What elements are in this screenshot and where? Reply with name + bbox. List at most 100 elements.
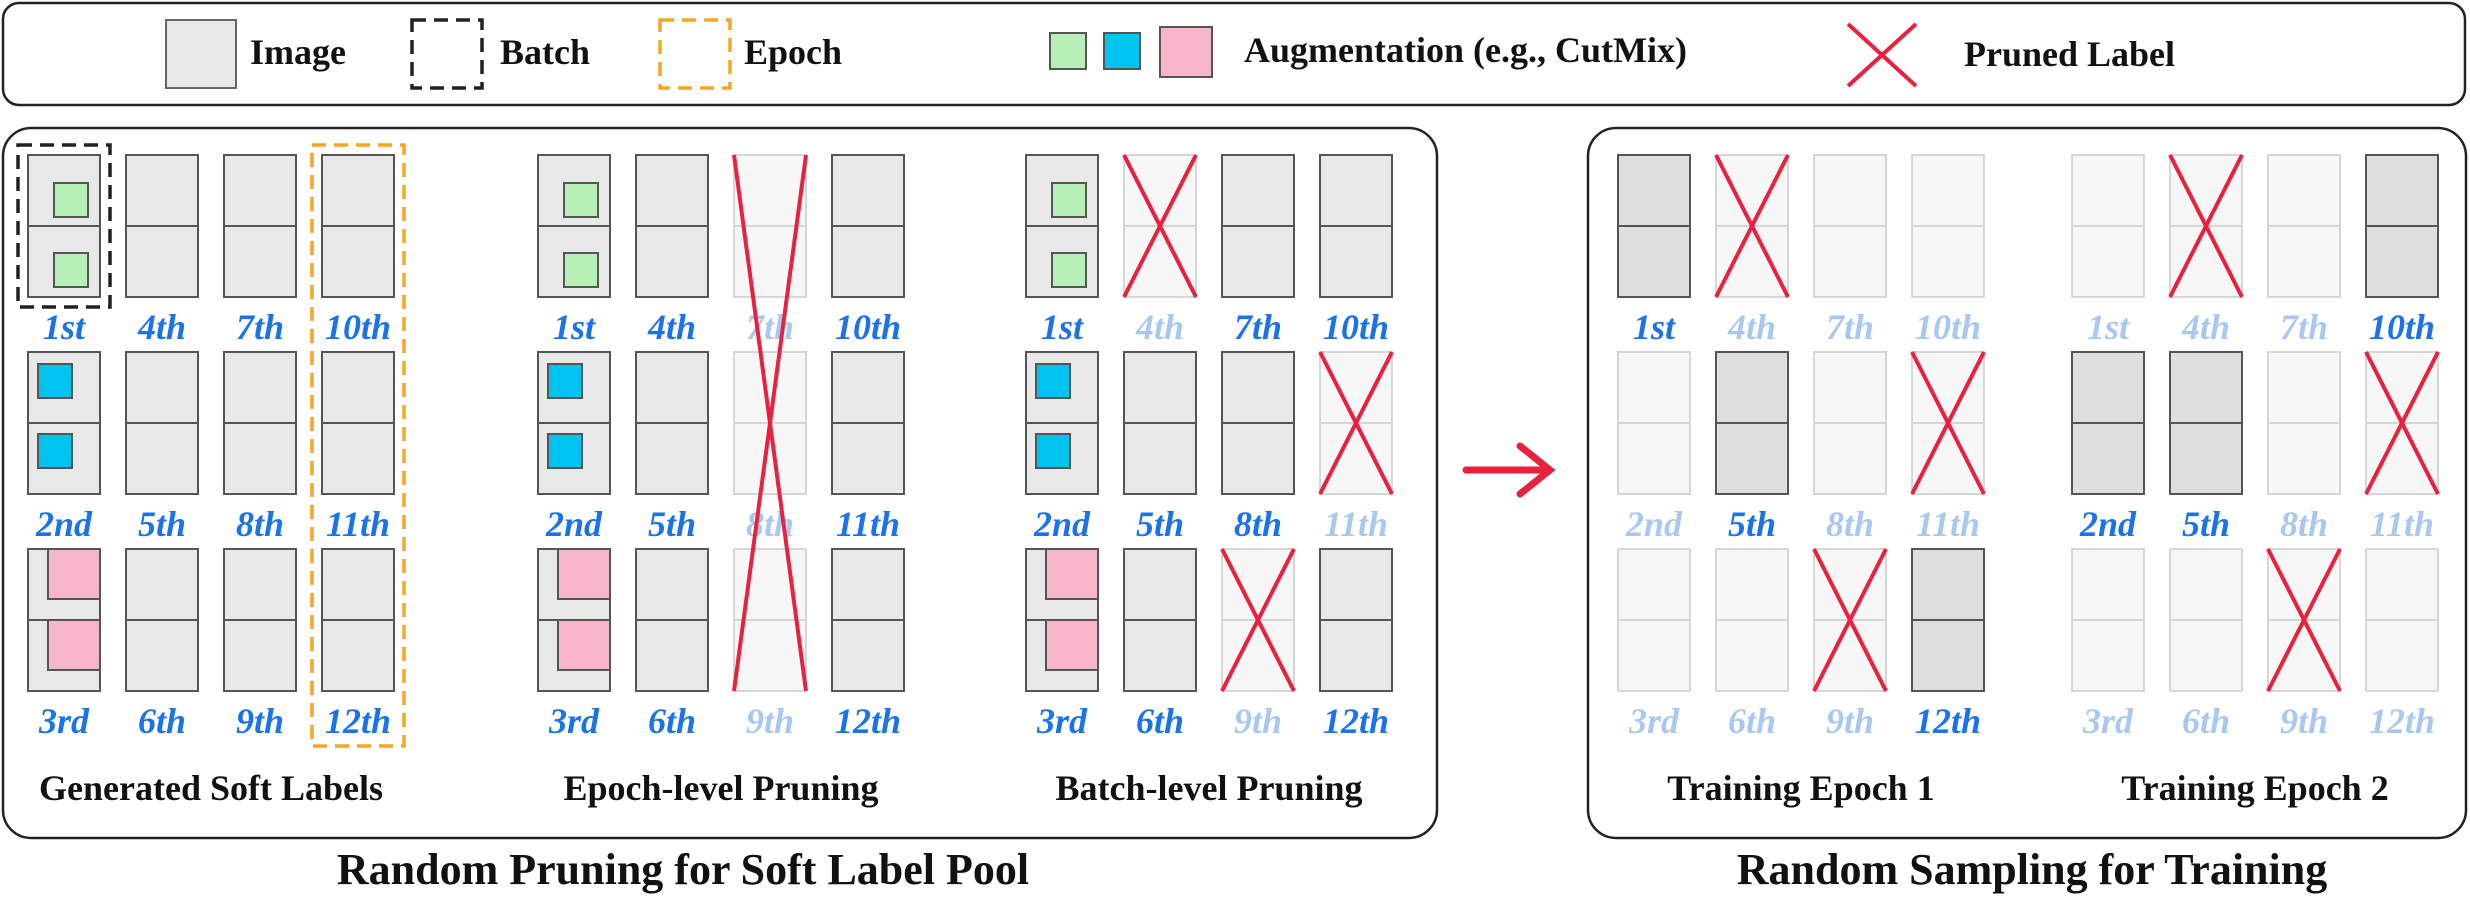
ordinal-label: 5th xyxy=(1136,504,1184,544)
legend-aug-green xyxy=(1049,32,1087,70)
ordinal-label: 6th xyxy=(2182,701,2230,741)
ordinal-label: 3rd xyxy=(2082,701,2134,741)
pruned-cross-icon xyxy=(2168,154,2244,298)
aug-blue-patch xyxy=(37,433,73,469)
legend-batch-label: Batch xyxy=(500,32,590,72)
aug-pink-patch xyxy=(557,619,611,671)
aug-pink-patch xyxy=(557,548,611,600)
ordinal-label: 10th xyxy=(325,307,391,347)
ordinal-label: 8th xyxy=(1234,504,1282,544)
ordinal-label: 10th xyxy=(835,307,901,347)
ordinal-label: 4th xyxy=(137,307,186,347)
ordinal-label: 12th xyxy=(2369,701,2435,741)
batch-outline xyxy=(16,143,112,309)
pruned-cross-icon xyxy=(1714,154,1790,298)
right-panel xyxy=(1586,126,2468,840)
ordinal-label: 3rd xyxy=(38,701,90,741)
legend-image-label: Image xyxy=(250,32,346,72)
ordinal-label: 10th xyxy=(2369,307,2435,347)
ordinal-label: 11th xyxy=(1324,504,1388,544)
ordinal-label: 7th xyxy=(1234,307,1282,347)
aug-pink-patch xyxy=(1045,548,1099,600)
ordinal-label: 12th xyxy=(835,701,901,741)
ordinal-label: 2nd xyxy=(35,504,93,544)
ordinal-label: 5th xyxy=(138,504,186,544)
aug-pink-patch xyxy=(1045,619,1099,671)
ordinal-label: 4th xyxy=(1727,307,1776,347)
ordinal-label: 2nd xyxy=(545,504,603,544)
ordinal-label: 9th xyxy=(2280,701,2328,741)
ordinal-label: 11th xyxy=(836,504,900,544)
ordinal-label: 8th xyxy=(2280,504,2328,544)
ordinal-label: 9th xyxy=(236,701,284,741)
pruned-cross-icon xyxy=(2266,548,2342,692)
pruned-cross-icon xyxy=(1812,548,1888,692)
aug-green-patch xyxy=(563,252,599,288)
aug-green-patch xyxy=(1051,252,1087,288)
ordinal-label: 12th xyxy=(1915,701,1981,741)
legend-pruned-icon xyxy=(1846,22,1918,88)
epoch-outline xyxy=(310,143,406,748)
group-title: Training Epoch 1 xyxy=(1667,768,1934,808)
aug-green-patch xyxy=(1051,182,1087,218)
legend-image-swatch xyxy=(165,19,237,89)
legend-box xyxy=(1,1,2467,107)
ordinal-label: 2nd xyxy=(1033,504,1091,544)
aug-pink-patch xyxy=(47,548,101,600)
pruned-cross-icon xyxy=(2364,351,2440,495)
group-title: Epoch-level Pruning xyxy=(563,768,878,808)
group-5: 1st2nd3rd4th5th6th7th8th9th10th11th12thT… xyxy=(2071,154,2440,808)
ordinal-label: 9th xyxy=(746,701,794,741)
ordinal-label: 4th xyxy=(2181,307,2230,347)
group-title: Batch-level Pruning xyxy=(1056,768,1363,808)
group-4: 1st2nd3rd4th5th6th7th8th9th10th11th12thT… xyxy=(1617,154,1986,808)
ordinal-label: 11th xyxy=(326,504,390,544)
ordinal-label: 10th xyxy=(1915,307,1981,347)
pruned-cross-icon xyxy=(1220,548,1296,692)
ordinal-label: 5th xyxy=(648,504,696,544)
right-panel-caption: Random Sampling for Training xyxy=(1737,845,2327,894)
ordinal-label: 10th xyxy=(1323,307,1389,347)
ordinal-label: 6th xyxy=(1728,701,1776,741)
ordinal-label: 4th xyxy=(1135,307,1184,347)
ordinal-label: 7th xyxy=(1826,307,1874,347)
aug-blue-patch xyxy=(37,363,73,399)
aug-green-patch xyxy=(53,182,89,218)
aug-blue-patch xyxy=(547,363,583,399)
legend-epoch-label: Epoch xyxy=(744,32,842,72)
legend-epoch-swatch xyxy=(658,18,732,90)
ordinal-label: 3rd xyxy=(1628,701,1680,741)
ordinal-label: 8th xyxy=(236,504,284,544)
group-1: 1st2nd3rd4th5th6th7th8th9th10th11th12thG… xyxy=(16,143,406,808)
ordinal-label: 1st xyxy=(1041,307,1084,347)
aug-blue-patch xyxy=(1035,363,1071,399)
aug-blue-patch xyxy=(1035,433,1071,469)
pruned-cross-icon xyxy=(1910,351,1986,495)
legend-aug-pink xyxy=(1159,26,1213,78)
legend-batch-swatch xyxy=(410,18,484,90)
legend-pruned-label: Pruned Label xyxy=(1964,34,2175,74)
ordinal-label: 3rd xyxy=(1036,701,1088,741)
ordinal-label: 1st xyxy=(553,307,596,347)
ordinal-label: 2nd xyxy=(2079,504,2137,544)
group-title: Training Epoch 2 xyxy=(2121,768,2388,808)
aug-green-patch xyxy=(563,182,599,218)
pruned-cross-icon xyxy=(1122,154,1198,298)
ordinal-label: 5th xyxy=(1728,504,1776,544)
ordinal-label: 12th xyxy=(1323,701,1389,741)
ordinal-label: 7th xyxy=(2280,307,2328,347)
ordinal-label: 6th xyxy=(138,701,186,741)
ordinal-label: 8th xyxy=(1826,504,1874,544)
ordinal-label: 7th xyxy=(746,307,794,347)
aug-green-patch xyxy=(53,252,89,288)
aug-blue-patch xyxy=(547,433,583,469)
pruned-cross-icon xyxy=(1318,351,1394,495)
ordinal-label: 2nd xyxy=(1625,504,1683,544)
ordinal-label: 4th xyxy=(647,307,696,347)
group-2: 1st2nd3rd4th5th6th7th8th9th10th11th12thE… xyxy=(537,154,905,808)
ordinal-label: 11th xyxy=(1916,504,1980,544)
card-groups: 1st2nd3rd4th5th6th7th8th9th10th11th12thG… xyxy=(16,143,2440,808)
legend-aug-blue xyxy=(1103,32,1141,70)
ordinal-label: 5th xyxy=(2182,504,2230,544)
ordinal-label: 7th xyxy=(236,307,284,347)
